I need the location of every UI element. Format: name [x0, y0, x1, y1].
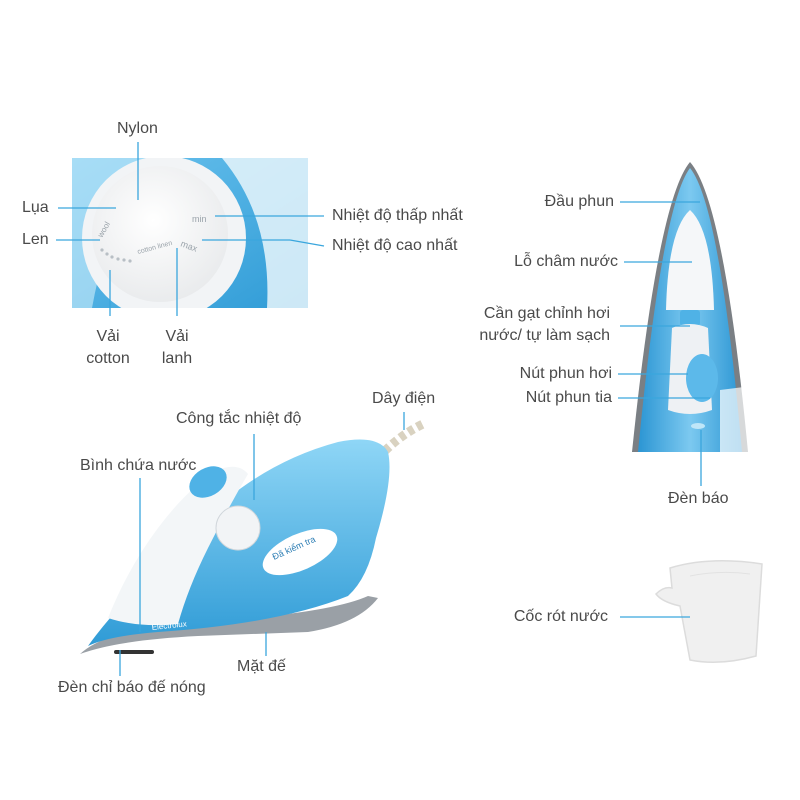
- front-view-image: [628, 160, 752, 452]
- label-linen-line2: lanh: [152, 348, 202, 370]
- label-cotton-line2: cotton: [76, 348, 140, 370]
- label-fill-hole: Lỗ châm nước: [470, 251, 618, 273]
- indicator-light-shape: [691, 423, 705, 429]
- label-nylon: Nylon: [117, 118, 158, 140]
- steam-lever-shape: [680, 310, 700, 326]
- temperature-dial: [92, 166, 228, 302]
- label-cotton-line1: Vải: [76, 326, 140, 348]
- label-steam-lever: Cần gạt chỉnh hơi nước/ tự làm sạch: [440, 303, 610, 347]
- label-wool: Len: [22, 229, 49, 251]
- label-heat-light: Đèn chỉ báo đế nóng: [58, 677, 206, 699]
- label-water-tank: Bình chứa nước: [80, 455, 196, 477]
- label-steam-lever-line1: Cần gạt chỉnh hơi: [440, 303, 610, 325]
- label-temp-switch: Công tắc nhiệt độ: [176, 408, 301, 430]
- label-silk: Lụa: [22, 197, 49, 219]
- label-power-cord: Dây điện: [372, 388, 435, 410]
- dial-closeup-panel: min max wool cotton linen: [72, 158, 308, 308]
- steam-button-shape: [686, 354, 718, 402]
- dial-min-text: min: [192, 214, 207, 224]
- label-linen-line1: Vải: [152, 326, 202, 348]
- label-cotton: Vải cotton: [76, 326, 140, 370]
- label-linen: Vải lanh: [152, 326, 202, 370]
- heat-indicator-shape: [114, 650, 154, 654]
- label-soleplate: Mặt đế: [237, 656, 286, 678]
- water-cup-panel: [650, 556, 770, 668]
- water-cup-image: [650, 556, 770, 668]
- label-spray-button: Nút phun tia: [470, 387, 612, 409]
- label-spray-head: Đầu phun: [470, 191, 614, 213]
- label-water-cup: Cốc rót nước: [480, 606, 608, 628]
- label-max-temp: Nhiệt độ cao nhất: [332, 235, 457, 257]
- label-min-temp: Nhiệt độ thấp nhất: [332, 205, 463, 227]
- label-steam-lever-line2: nước/ tự làm sạch: [440, 325, 610, 347]
- label-steam-button: Nút phun hơi: [470, 363, 612, 385]
- dial-closeup-image: min max wool cotton linen: [72, 158, 308, 308]
- label-indicator: Đèn báo: [668, 488, 729, 510]
- temp-dial-side-shape: [216, 506, 260, 550]
- front-view-panel: [628, 160, 752, 452]
